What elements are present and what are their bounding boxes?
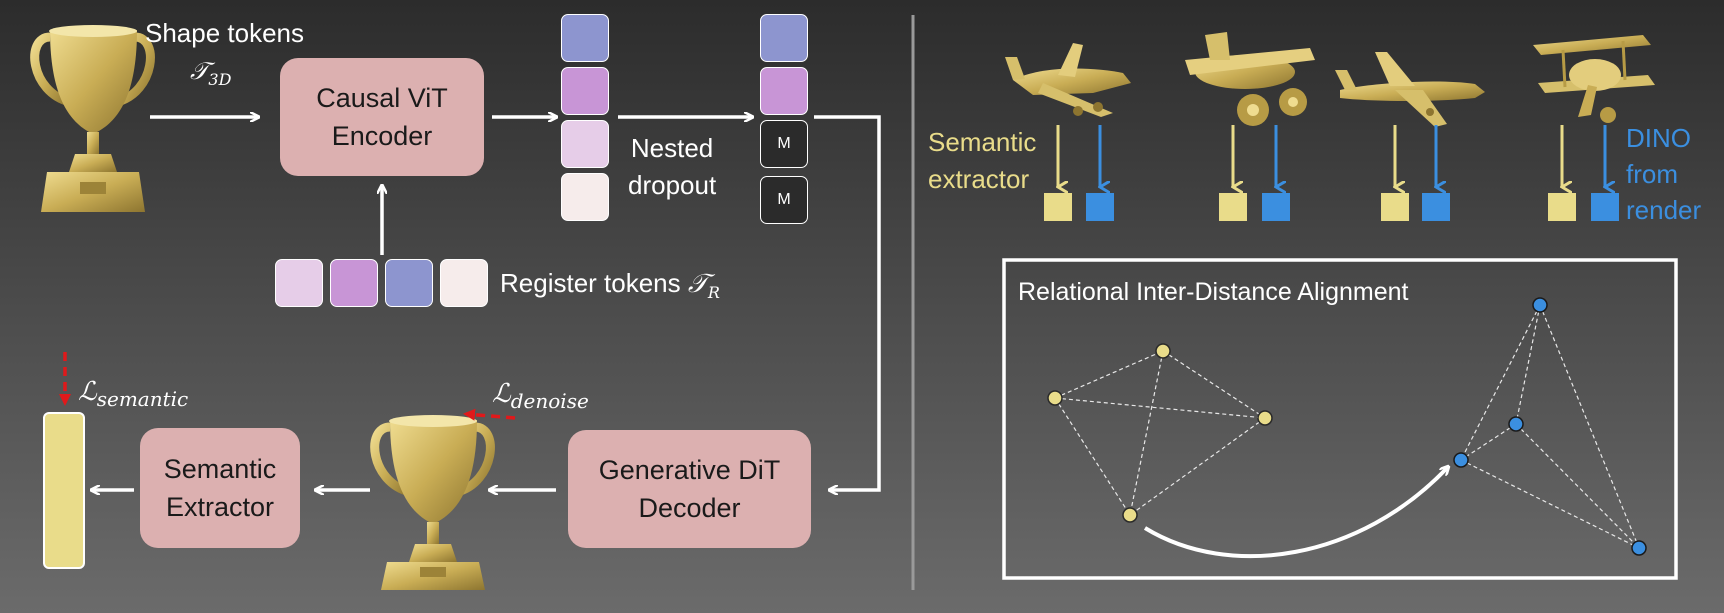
nested-dropout-label: Nested dropout <box>628 130 716 204</box>
semantic-loss-label: ℒsemantic <box>78 376 188 411</box>
dino-line1: DINO <box>1626 123 1691 153</box>
airplane-icon <box>1185 32 1315 126</box>
dino-square-4 <box>1591 193 1619 221</box>
shape-token <box>561 173 609 221</box>
nested-dropout-line2: dropout <box>628 170 717 200</box>
semantic-square-2 <box>1219 193 1247 221</box>
dino-square-1 <box>1086 193 1114 221</box>
extractor-line1: Semantic <box>163 454 277 484</box>
jet-icon <box>1335 52 1485 127</box>
generative-dit-decoder-block: Generative DiT Decoder <box>568 430 811 548</box>
register-tokens-subscript: R <box>707 283 720 303</box>
masked-token: M <box>760 176 808 224</box>
denoise-loss-subscript: denoise <box>510 389 589 414</box>
kept-token <box>760 67 808 115</box>
decoder-line1: Generative DiT <box>598 455 781 485</box>
dino-nodes <box>1453 297 1647 556</box>
shape-tokens-subscript: 3D <box>208 69 232 89</box>
semantic-square-4 <box>1548 193 1576 221</box>
encoder-line1: Causal ViT <box>316 83 448 113</box>
semantic-loss-symbol: ℒ <box>78 377 97 407</box>
shape-tokens-script: 𝒯 <box>190 57 209 85</box>
denoise-loss-label: ℒdenoise <box>492 378 589 413</box>
relation-edges <box>1054 304 1640 549</box>
shape-token <box>561 14 609 62</box>
register-token <box>440 259 488 307</box>
register-token <box>385 259 433 307</box>
shape-token <box>561 67 609 115</box>
dino-label: DINO from render <box>1626 120 1701 228</box>
shape-token <box>561 120 609 168</box>
encoder-line2: Encoder <box>331 121 433 151</box>
register-tokens-script: 𝒯 <box>687 269 708 299</box>
alignment-arrow <box>1143 467 1448 559</box>
semantic-square-1 <box>1044 193 1072 221</box>
masked-token: M <box>760 120 808 168</box>
semantic-square-3 <box>1381 193 1409 221</box>
causal-vit-encoder-block: Causal ViT Encoder <box>280 58 484 176</box>
register-tokens-text: Register tokens <box>500 268 681 298</box>
denoise-loss-symbol: ℒ <box>492 379 511 409</box>
semantic-extractor-line2: extractor <box>928 164 1030 194</box>
semantic-extractor-line1: Semantic <box>928 127 1037 157</box>
semantic-feature-bar <box>43 412 85 569</box>
decoder-line2: Decoder <box>638 493 741 523</box>
shape-tokens-symbol: 𝒯3D <box>190 57 231 89</box>
nested-dropout-line1: Nested <box>630 133 714 163</box>
trophy-icon <box>30 25 155 212</box>
denoise-loss-arrow <box>463 408 516 421</box>
alignment-title: Relational Inter-Distance Alignment <box>1018 278 1409 306</box>
semantic-loss-subscript: semantic <box>96 387 189 412</box>
dino-square-3 <box>1422 193 1450 221</box>
trophy-icon <box>370 415 495 590</box>
register-token <box>275 259 323 307</box>
alignment-box <box>1002 258 1678 580</box>
shape-tokens-label: Shape tokens <box>145 18 305 48</box>
register-tokens-label: Register tokens 𝒯R <box>500 268 720 302</box>
semantic-extractor-block: Semantic Extractor <box>140 428 300 548</box>
dino-line2: from <box>1626 159 1678 189</box>
dino-square-2 <box>1262 193 1290 221</box>
extractor-line2: Extractor <box>165 492 275 522</box>
semantic-nodes <box>1047 343 1273 523</box>
semantic-extractor-label: Semantic extractor <box>928 124 1036 198</box>
kept-token <box>760 14 808 62</box>
airplane-icon <box>1005 43 1131 117</box>
register-token <box>330 259 378 307</box>
biplane-icon <box>1533 35 1655 123</box>
dino-line3: render <box>1626 195 1702 225</box>
arrow-dropout-to-decoder <box>814 115 881 490</box>
